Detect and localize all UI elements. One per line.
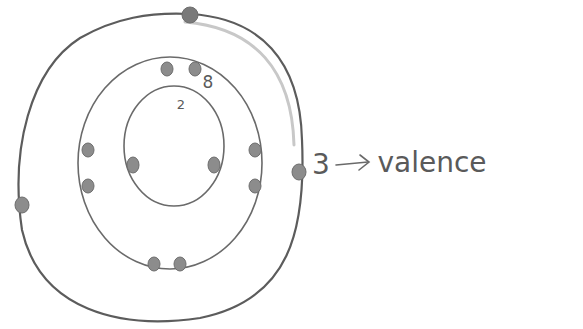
outer-shell (19, 14, 303, 322)
electron (174, 257, 186, 271)
inner-shell (124, 86, 224, 206)
shell-count: 8 (203, 74, 214, 91)
electron (82, 179, 94, 193)
electron (208, 157, 220, 173)
electron (82, 143, 94, 157)
arrow-line (336, 162, 368, 165)
shell-count: 2 (177, 98, 185, 111)
electron (127, 157, 139, 173)
electron (182, 7, 198, 23)
valence-label: valence (377, 149, 486, 177)
shell-shading (185, 22, 294, 145)
electron (249, 179, 261, 193)
electron (189, 62, 201, 76)
electron (15, 197, 29, 213)
electron (161, 62, 173, 76)
arrow-head (359, 155, 369, 170)
middle-shell (78, 57, 262, 269)
electron (249, 143, 261, 157)
electron (292, 164, 306, 180)
electron (148, 257, 160, 271)
valence-count: 3 (312, 151, 330, 179)
